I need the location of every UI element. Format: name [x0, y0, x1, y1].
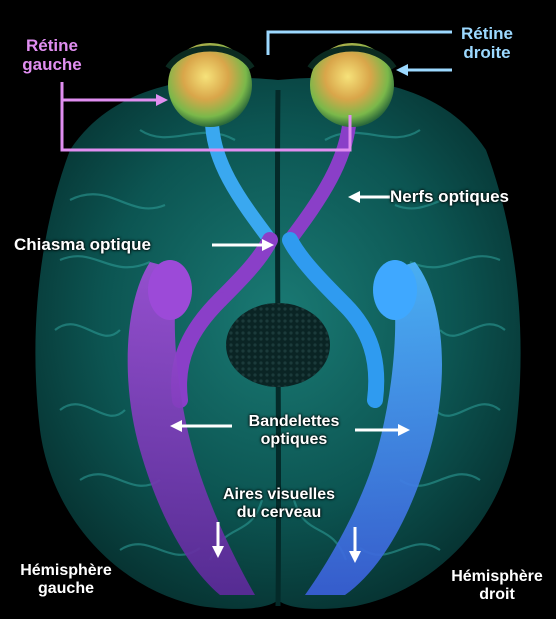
- label-aires-line1: Aires visuelles: [204, 486, 354, 504]
- label-aires-line2: du cerveau: [204, 504, 354, 522]
- label-hemisphere-gauche-line1: Hémisphère: [14, 562, 118, 580]
- label-hemisphere-gauche: Hémisphère gauche: [14, 562, 118, 598]
- label-aires-visuelles: Aires visuelles du cerveau: [204, 486, 354, 522]
- retine-droite-arrowhead: [396, 64, 408, 76]
- label-chiasma-optique: Chiasma optique: [14, 235, 151, 254]
- label-retine-gauche-line2: gauche: [10, 55, 94, 74]
- label-retine-gauche-line1: Rétine: [10, 36, 94, 55]
- label-hemisphere-gauche-line2: gauche: [14, 580, 118, 598]
- label-bandelettes-line2: optiques: [232, 431, 356, 449]
- label-bandelettes-line1: Bandelettes: [232, 413, 356, 431]
- label-hemisphere-droit: Hémisphère droit: [442, 568, 552, 604]
- label-nerfs-optiques: Nerfs optiques: [390, 187, 509, 206]
- left-geniculate: [148, 260, 192, 320]
- label-retine-droite-line2: droite: [452, 43, 522, 62]
- label-bandelettes-optiques: Bandelettes optiques: [232, 413, 356, 449]
- right-geniculate: [373, 260, 417, 320]
- label-hemisphere-droit-line2: droit: [442, 586, 552, 604]
- label-retine-droite: Rétine droite: [452, 24, 522, 62]
- label-hemisphere-droit-line1: Hémisphère: [442, 568, 552, 586]
- label-retine-droite-line1: Rétine: [452, 24, 522, 43]
- label-retine-gauche: Rétine gauche: [10, 36, 94, 74]
